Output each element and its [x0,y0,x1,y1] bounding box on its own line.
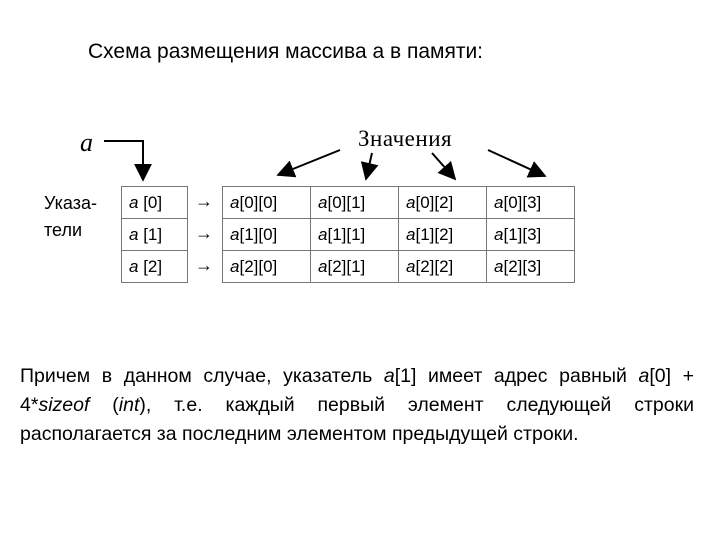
values-arrow-col3 [487,149,547,178]
pointer-row: a [2] [121,250,188,283]
pointer-cell: a [2] [121,250,188,283]
values-label: Значения [358,126,453,151]
pointer-row: a [0] [121,186,188,219]
pointer-cell: a [1] [121,218,188,251]
values-arrow-col1 [360,152,379,181]
value-cell: a[1][0] [222,218,311,251]
value-cell: a[0][0] [222,186,311,219]
pointer-row: a [1] [121,218,188,251]
variable-a-label: a [80,128,93,157]
pointers-label-line2: тели [44,220,83,240]
value-cell: a[2][3] [486,250,575,283]
value-cell: a[1][2] [398,218,487,251]
value-cell: a[1][1] [310,218,399,251]
value-cell: a[0][3] [486,186,575,219]
row-pointer-arrow: → [195,255,213,275]
row-pointer-arrow: → [195,223,213,243]
value-cell: a[1][3] [486,218,575,251]
values-arrow-col0 [276,149,341,178]
pointers-label: Указа- тели [44,190,97,244]
values-row: a[1][0] a[1][1] a[1][2] a[1][3] [222,218,575,251]
value-cell: a[0][1] [310,186,399,219]
explanation-paragraph: Причем в данном случае, указатель a[1] и… [20,365,694,445]
diagram-title: Схема размещения массива a в памяти: [88,40,484,63]
values-arrow-col2 [431,152,457,181]
values-row: a[2][0] a[2][1] a[2][2] a[2][3] [222,250,575,283]
variable-arrow [104,140,152,182]
row-pointer-arrow: → [195,191,213,211]
values-row: a[0][0] a[0][1] a[0][2] a[0][3] [222,186,575,219]
value-cell: a[2][2] [398,250,487,283]
values-table: a[0][0] a[0][1] a[0][2] a[0][3] a[1][0] … [222,186,575,283]
value-cell: a[2][0] [222,250,311,283]
pointer-cell: a [0] [121,186,188,219]
value-cell: a[2][1] [310,250,399,283]
value-cell: a[0][2] [398,186,487,219]
pointer-table: a [0] a [1] a [2] [121,186,188,283]
pointers-label-line1: Указа- [44,193,97,213]
